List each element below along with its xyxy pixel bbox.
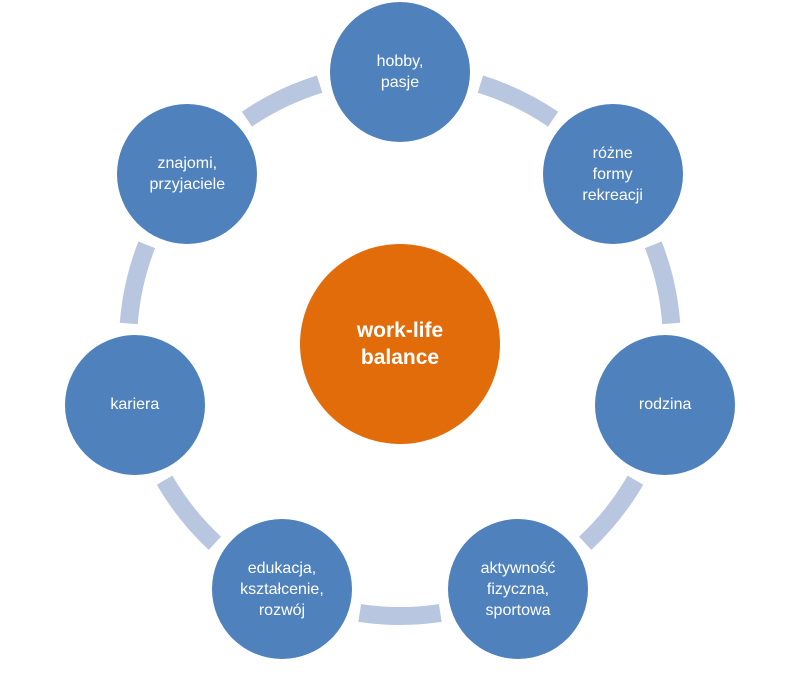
node-career: kariera <box>64 334 205 475</box>
connector-arc <box>644 241 681 325</box>
connector-arc <box>477 75 559 127</box>
connector-arc <box>358 604 442 625</box>
node-education: edukacja, kształcenie, rozwój <box>211 519 352 660</box>
node-recreation: różne formy rekreacji <box>542 104 683 245</box>
node-label: edukacja, kształcenie, rozwój <box>240 559 324 619</box>
node-friends: znajomi, przyjaciele <box>117 104 258 245</box>
node-label: znajomi, przyjaciele <box>149 155 226 194</box>
node-label: różne formy rekreacji <box>582 144 643 204</box>
node-label: kariera <box>110 396 160 414</box>
node-family: rodzina <box>595 334 736 475</box>
connector-arc <box>156 475 222 550</box>
connector-arc <box>241 75 323 127</box>
node-physical-activity: aktywność fizyczna, sportowa <box>448 519 589 660</box>
node-label: rodzina <box>638 396 692 414</box>
center-node-label: work-life balance <box>356 319 444 369</box>
node-hobby: hobby, pasje <box>330 2 470 142</box>
center-node-work-life-balance: work-life balance <box>300 244 500 444</box>
connector-arc <box>578 475 644 550</box>
node-label: hobby, pasje <box>376 53 424 91</box>
node-label: aktywność fizyczna, sportowa <box>480 559 556 619</box>
connector-arc <box>119 241 156 325</box>
